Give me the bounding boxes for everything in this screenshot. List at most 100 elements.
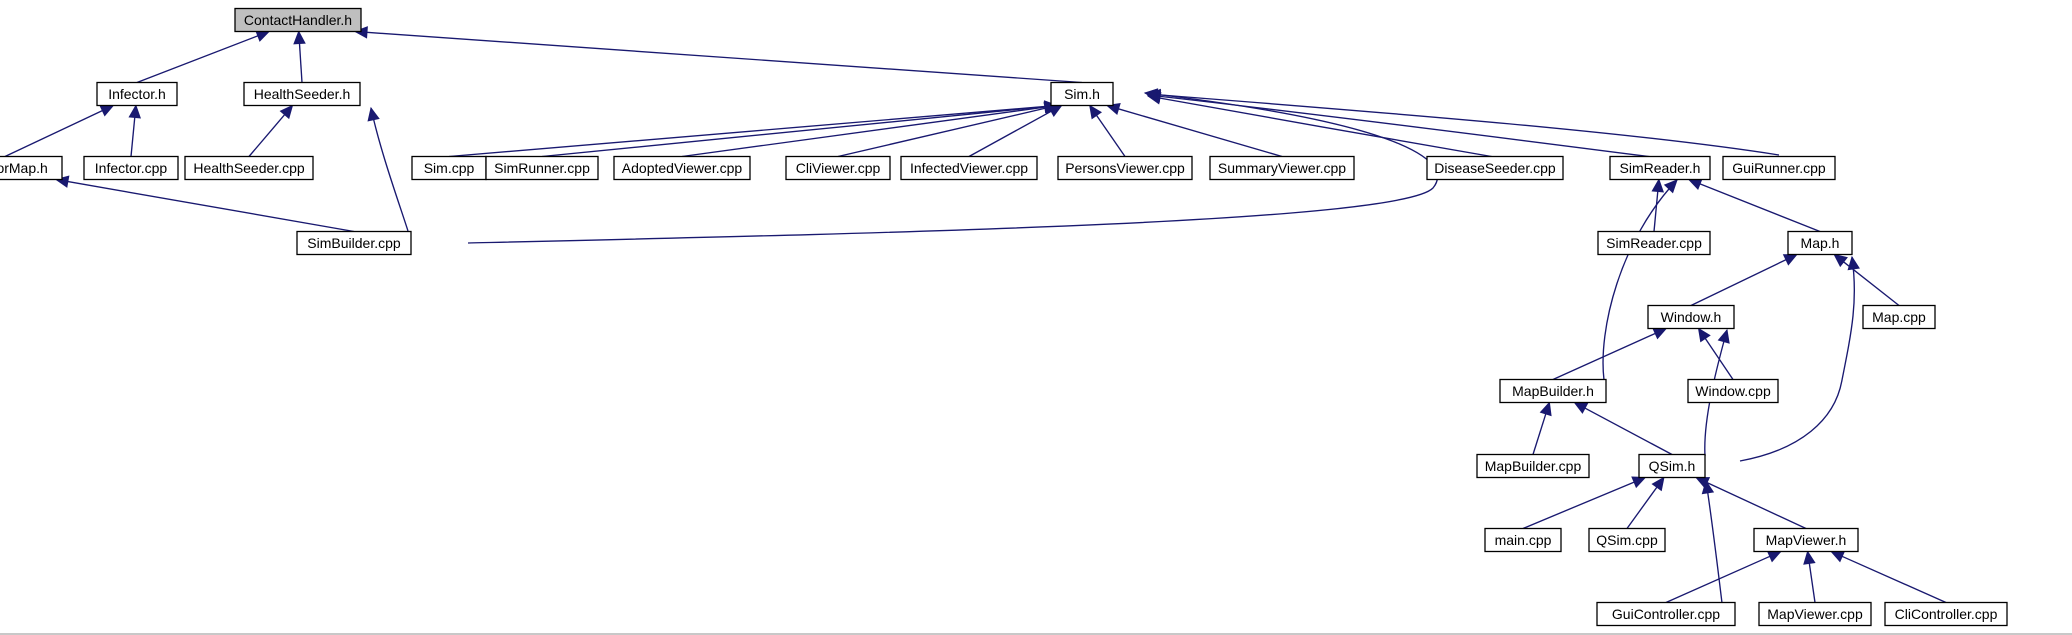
node-label: Sim.h (1064, 86, 1100, 102)
node-label: MapBuilder.h (1512, 383, 1594, 399)
node-box (1484, 527, 1562, 553)
node-box (243, 81, 361, 107)
edge-qsim-cpp-to-qsim-h (1626, 485, 1659, 529)
node-box (1596, 601, 1736, 627)
node-guirunner-cpp[interactable]: GuiRunner.cpp (1722, 155, 1836, 181)
node-main-cpp[interactable]: main.cpp (1484, 527, 1562, 553)
edge-healthseeder-h-to-contacthandler-h-arrowhead (293, 30, 306, 45)
node-label: CliController.cpp (1895, 606, 1998, 622)
node-label: QSim.cpp (1596, 532, 1658, 548)
node-adoptedviewer-cpp[interactable]: AdoptedViewer.cpp (613, 155, 751, 181)
node-infector-cpp[interactable]: Infector.cpp (83, 155, 179, 181)
edge-cliviewer-cpp-to-sim-h (837, 107, 1048, 158)
node-sim-h[interactable]: Sim.h (1050, 81, 1114, 107)
edge-map-h-to-simreader-h (1697, 182, 1821, 233)
edge-diseaseseeder-cpp-to-sim-h (1147, 95, 1501, 159)
node-simbuilder-cpp[interactable]: SimBuilder.cpp (296, 230, 412, 256)
node-diseaseseeder-cpp[interactable]: DiseaseSeeder.cpp (1426, 155, 1564, 181)
node-label: HealthSeeder.h (254, 86, 351, 102)
node-label: DiseaseSeeder.cpp (1434, 160, 1556, 176)
edge-infectormap-h-to-infector-h (4, 109, 105, 158)
edge-qsim-h-to-mapbuilder-h-arrowhead (1573, 401, 1589, 414)
node-simrunner-cpp[interactable]: SimRunner.cpp (485, 155, 599, 181)
node-label: GuiRunner.cpp (1732, 160, 1826, 176)
node-label: AdoptedViewer.cpp (622, 160, 743, 176)
node-label: QSim.h (1649, 458, 1696, 474)
node-box (296, 230, 412, 256)
node-box (900, 155, 1038, 181)
node-healthseeder-h[interactable]: HealthSeeder.h (243, 81, 361, 107)
node-label: Map.cpp (1872, 309, 1926, 325)
node-label: SimBuilder.cpp (307, 235, 401, 251)
node-box (1638, 453, 1706, 479)
node-label: Window.cpp (1695, 383, 1771, 399)
node-qsim-cpp[interactable]: QSim.cpp (1588, 527, 1666, 553)
edge-infectedviewer-cpp-to-sim-h (968, 109, 1054, 158)
node-sim-cpp[interactable]: Sim.cpp (411, 155, 487, 181)
node-label: Infector.cpp (95, 160, 168, 176)
edge-simbuilder-cpp-to-sim-h-arrowhead (1143, 88, 1159, 101)
node-infectedviewer-cpp[interactable]: InfectedViewer.cpp (900, 155, 1038, 181)
node-window-h[interactable]: Window.h (1647, 304, 1735, 330)
node-summaryviewer-cpp[interactable]: SummaryViewer.cpp (1209, 155, 1355, 181)
node-box (1426, 155, 1564, 181)
node-label: HealthSeeder.cpp (193, 160, 305, 176)
node-contacthandler-h[interactable]: ContactHandler.h (234, 7, 362, 33)
node-map-cpp[interactable]: Map.cpp (1862, 304, 1936, 330)
edge-infectormap-h-to-infector-h-arrowhead (99, 104, 115, 117)
node-personsviewer-cpp[interactable]: PersonsViewer.cpp (1057, 155, 1193, 181)
node-label: CliViewer.cpp (796, 160, 881, 176)
node-label: SimRunner.cpp (494, 160, 590, 176)
node-label: ContactHandler.h (244, 12, 352, 28)
edge-simreader-cpp-to-simreader-h-arrowhead (1651, 178, 1664, 193)
node-infectormap-h[interactable]: InfectorMap.h (0, 155, 63, 181)
node-mapbuilder-h[interactable]: MapBuilder.h (1499, 378, 1607, 404)
node-mapviewer-cpp[interactable]: MapViewer.cpp (1758, 601, 1872, 627)
edge-simbuilder-cpp-to-infectormap-h (65, 180, 355, 233)
node-qsim-h[interactable]: QSim.h (1638, 453, 1706, 479)
node-box (1862, 304, 1936, 330)
node-map-h[interactable]: Map.h (1787, 230, 1853, 256)
node-box (613, 155, 751, 181)
edge-summaryviewer-cpp-to-sim-h (1116, 107, 1283, 158)
node-box (1499, 378, 1607, 404)
node-window-cpp[interactable]: Window.cpp (1687, 378, 1779, 404)
node-label: MapBuilder.cpp (1485, 458, 1582, 474)
node-box (83, 155, 179, 181)
node-box (1722, 155, 1836, 181)
edge-infector-cpp-to-infector-h-arrowhead (128, 104, 141, 119)
node-label: main.cpp (1495, 532, 1552, 548)
node-box (1787, 230, 1853, 256)
edge-infector-h-to-contacthandler-h (136, 34, 260, 84)
node-mapviewer-h[interactable]: MapViewer.h (1753, 527, 1859, 553)
edge-guicontroller-cpp-to-qsim-h-arrowhead (1701, 479, 1715, 495)
node-box (1647, 304, 1735, 330)
node-mapbuilder-cpp[interactable]: MapBuilder.cpp (1476, 453, 1590, 479)
node-box (1050, 81, 1114, 107)
edge-window-h-to-map-h (1690, 258, 1789, 307)
edge-main-cpp-to-qsim-h (1522, 480, 1637, 530)
edge-guicontroller-cpp-to-mapviewer-h (1665, 554, 1772, 604)
edge-clicontroller-cpp-to-mapviewer-h (1840, 554, 1947, 604)
node-label: Infector.h (108, 86, 166, 102)
edge-mapbuilder-h-to-simreader-h-arrowhead (1663, 179, 1678, 194)
node-cliviewer-cpp[interactable]: CliViewer.cpp (785, 155, 891, 181)
edge-main-cpp-to-qsim-h-arrowhead (1631, 476, 1647, 489)
node-box (1753, 527, 1859, 553)
edge-simbuilder-cpp-to-healthseeder-h (370, 107, 409, 232)
node-healthseeder-cpp[interactable]: HealthSeeder.cpp (184, 155, 314, 181)
edge-clicontroller-cpp-to-mapviewer-h-arrowhead (1830, 550, 1846, 563)
edge-qsim-h-to-map-h (1739, 256, 1856, 462)
node-label: MapViewer.h (1766, 532, 1847, 548)
node-simreader-cpp[interactable]: SimReader.cpp (1597, 230, 1711, 256)
edge-qsim-h-to-mapbuilder-h (1582, 406, 1673, 456)
edge-sim-cpp-to-sim-h (448, 105, 1048, 158)
node-guicontroller-cpp[interactable]: GuiController.cpp (1596, 601, 1736, 627)
node-clicontroller-cpp[interactable]: CliController.cpp (1884, 601, 2008, 627)
node-infector-h[interactable]: Infector.h (96, 81, 178, 107)
node-simreader-h[interactable]: SimReader.h (1609, 155, 1711, 181)
edge-guicontroller-cpp-to-qsim-h (1705, 480, 1723, 604)
edge-simbuilder-cpp-to-healthseeder-h-arrowhead (367, 106, 380, 122)
node-box (1597, 230, 1711, 256)
